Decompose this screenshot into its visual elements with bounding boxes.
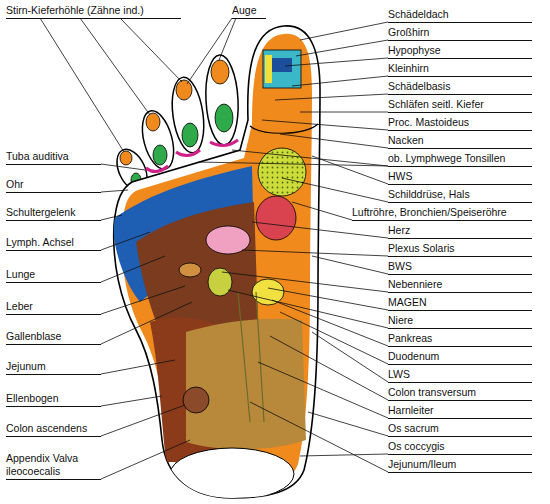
region-label: MAGEN xyxy=(388,296,532,311)
region-label: LWS xyxy=(388,368,532,383)
toe-crease xyxy=(250,124,318,133)
region-label: Herz xyxy=(388,224,532,239)
region-label: ob. Lymphwege Tonsillen xyxy=(388,152,532,167)
toe xyxy=(168,75,208,154)
region-label: Auge xyxy=(232,4,266,19)
leader-line xyxy=(222,256,388,382)
toe-tip-zone xyxy=(146,113,160,131)
foot-outline xyxy=(114,26,320,498)
leader-lines xyxy=(40,18,388,479)
appendix-zone xyxy=(183,387,209,413)
pituitary-zone xyxy=(272,58,292,72)
region-label: Gallenblase xyxy=(6,330,101,345)
toe-eye-zone xyxy=(153,145,167,165)
region-label: Os coccygis xyxy=(388,440,532,455)
region-label: Nebenniere xyxy=(388,278,532,293)
region-label: Stirn-Kieferhöhle (Zähne ind.) xyxy=(6,4,181,19)
leader-line xyxy=(250,336,388,472)
leader-line xyxy=(262,22,388,148)
region-label: Ohr xyxy=(6,178,101,193)
leader-line xyxy=(40,18,182,152)
brain-zone xyxy=(263,50,301,88)
region-label: Schultergelenk xyxy=(6,206,101,221)
region-label: Luftröhre, Bronchien/Speiseröhre xyxy=(352,206,532,221)
region-label: Schädeldach xyxy=(388,8,532,23)
region-label: Proc. Mastoideus xyxy=(388,116,532,131)
leader-line xyxy=(101,302,192,479)
heel-zone xyxy=(170,448,294,500)
toe-tip-zone xyxy=(176,80,192,100)
heart-zone xyxy=(256,196,296,240)
region-label: Lunge xyxy=(6,268,101,283)
region-label: Colon ascendens xyxy=(6,422,101,437)
region-label: HWS xyxy=(388,170,532,185)
toe-eye-zone xyxy=(215,104,233,132)
region-label: Lymph. Achsel xyxy=(6,236,101,251)
leader-line xyxy=(187,18,236,84)
kidney-zone xyxy=(208,268,232,296)
region-label: Leber xyxy=(6,300,101,315)
toe-tip-zone xyxy=(120,151,132,165)
toe-eye-zone xyxy=(182,123,198,147)
region-label: Niere xyxy=(388,314,532,329)
region-label: Hypophyse xyxy=(388,44,532,59)
region-label: Jejunum/Ileum xyxy=(388,458,532,473)
leader-line xyxy=(101,164,185,314)
region-label: Großhirn xyxy=(388,26,532,41)
region-label: Tuba auditiva xyxy=(6,150,101,165)
toe xyxy=(204,54,241,146)
region-label: Nacken xyxy=(388,134,532,149)
region-label: Ellenbogen xyxy=(6,392,101,407)
region-label: Jejunum xyxy=(6,360,101,375)
region-label: Colon transversum xyxy=(388,386,532,401)
region-label: Plexus Solaris xyxy=(388,242,532,257)
toe-tip-zone xyxy=(211,60,229,84)
region-label: Schläfen seitl. Kiefer xyxy=(388,98,532,113)
region-label: Pankreas xyxy=(388,332,532,347)
region-label: BWS xyxy=(388,260,532,275)
foot-zones xyxy=(112,34,318,500)
region-label: Schädelbasis xyxy=(388,80,532,95)
region-label: Appendix Valva ileocoecalis xyxy=(6,452,101,480)
region-label: Harnleiter xyxy=(388,404,532,419)
region-label: Os sacrum xyxy=(388,422,532,437)
region-label: Duodenum xyxy=(388,350,532,365)
gallbladder-zone xyxy=(179,263,201,277)
region-label: Schilddrüse, Hals xyxy=(388,188,532,203)
region-label: Kleinhirn xyxy=(388,62,532,77)
leader-line xyxy=(198,150,388,256)
cerebellum-zone xyxy=(265,55,272,83)
